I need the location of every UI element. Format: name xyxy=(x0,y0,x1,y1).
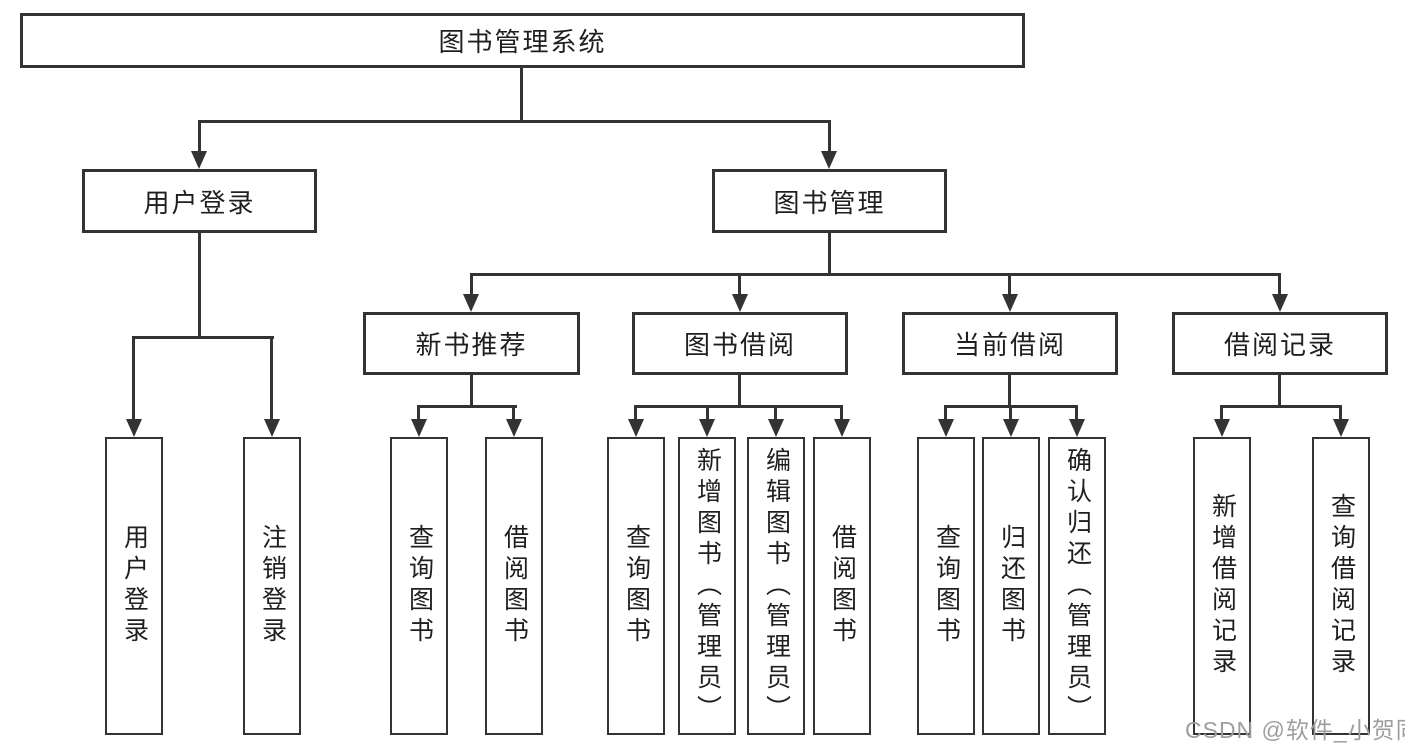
arrowhead-icon xyxy=(506,419,522,437)
arrowhead-icon xyxy=(628,419,644,437)
connector-level2-junction xyxy=(198,120,831,123)
leaf-label: 用户登录 xyxy=(120,524,149,648)
arrowhead-icon xyxy=(1272,294,1288,312)
connector-stem xyxy=(738,273,741,296)
leaf-borrow-books: 借阅图书 xyxy=(813,437,871,735)
arrowhead-icon xyxy=(938,419,954,437)
arrowhead-icon xyxy=(1002,294,1018,312)
leaf-query-books: 查询图书 xyxy=(390,437,448,735)
leaf-label: 查询图书 xyxy=(405,524,434,648)
connector-stub xyxy=(470,374,473,408)
leaf-borrow-books: 借阅图书 xyxy=(485,437,543,735)
leaf-query-borrow-record: 查询借阅记录 xyxy=(1312,437,1370,735)
connector-stem xyxy=(840,405,843,421)
csdn-watermark: CSDN @软件_小贺同学 xyxy=(1185,717,1405,743)
connector-junction xyxy=(417,405,517,408)
node-book-borrowing: 图书借阅 xyxy=(632,312,848,375)
connector-stem xyxy=(1278,273,1281,296)
connector-stem xyxy=(1075,405,1078,421)
arrowhead-icon xyxy=(126,419,142,437)
connector-stem xyxy=(828,120,831,153)
node-new-book-recommendation: 新书推荐 xyxy=(363,312,580,375)
node-label: 新书推荐 xyxy=(415,330,528,360)
connector-stem xyxy=(944,405,947,421)
connector-stub xyxy=(738,374,741,408)
connector-user-login-stub xyxy=(198,232,201,339)
connector-junction xyxy=(634,405,842,408)
arrowhead-icon xyxy=(699,419,715,437)
arrowhead-icon xyxy=(463,294,479,312)
connector-stub xyxy=(1278,374,1281,408)
connector-user-login-junction xyxy=(132,336,274,339)
arrowhead-icon xyxy=(834,419,850,437)
leaf-edit-books-admin: 编辑图书（管理员） xyxy=(747,437,805,735)
node-label: 图书管理 xyxy=(773,187,886,218)
leaf-confirm-return-admin: 确认归还（管理员） xyxy=(1048,437,1106,735)
node-label: 用户登录 xyxy=(143,187,256,218)
connector-stem xyxy=(706,405,709,421)
arrowhead-icon xyxy=(1003,419,1019,437)
connector-stem xyxy=(1009,405,1012,421)
arrowhead-icon xyxy=(732,294,748,312)
arrowhead-icon xyxy=(768,419,784,437)
leaf-label: 新增图书（管理员） xyxy=(693,446,722,726)
leaf-add-borrow-record: 新增借阅记录 xyxy=(1193,437,1251,735)
leaf-label: 借阅图书 xyxy=(828,524,857,648)
connector-stem xyxy=(417,405,420,421)
leaf-label: 借阅图书 xyxy=(500,524,529,648)
leaf-query-books: 查询图书 xyxy=(607,437,665,735)
arrowhead-icon xyxy=(264,419,280,437)
node-label: 借阅记录 xyxy=(1223,330,1336,360)
connector-stem xyxy=(634,405,637,421)
connector-stem xyxy=(774,405,777,421)
connector-stem xyxy=(512,405,515,421)
leaf-label: 查询图书 xyxy=(622,524,651,648)
node-library-management-system: 图书管理系统 xyxy=(20,13,1025,68)
connector-root-stub xyxy=(520,67,523,123)
connector-stem xyxy=(1339,405,1342,421)
leaf-label: 确认归还（管理员） xyxy=(1063,446,1092,726)
node-label: 图书管理系统 xyxy=(438,27,607,57)
connector-stem xyxy=(270,336,273,421)
leaf-label: 查询借阅记录 xyxy=(1327,493,1356,679)
node-user-login: 用户登录 xyxy=(82,169,317,233)
connector-stub xyxy=(1008,374,1011,408)
leaf-user-login: 用户登录 xyxy=(105,437,163,735)
arrowhead-icon xyxy=(411,419,427,437)
connector-stem xyxy=(198,120,201,153)
node-label: 当前借阅 xyxy=(953,330,1066,360)
leaf-label: 归还图书 xyxy=(997,524,1026,648)
leaf-logout: 注销登录 xyxy=(243,437,301,735)
arrowhead-icon xyxy=(191,151,207,169)
connector-stem xyxy=(1220,405,1223,421)
leaf-return-books: 归还图书 xyxy=(982,437,1040,735)
connector-level3-junction xyxy=(470,273,1281,276)
leaf-query-books: 查询图书 xyxy=(917,437,975,735)
connector-book-mgmt-stub xyxy=(828,232,831,276)
connector-junction xyxy=(1220,405,1342,408)
node-current-borrowing: 当前借阅 xyxy=(902,312,1118,375)
arrowhead-icon xyxy=(1069,419,1085,437)
connector-stem xyxy=(1008,273,1011,296)
connector-stem xyxy=(470,273,473,296)
connector-stem xyxy=(132,336,135,421)
node-book-management: 图书管理 xyxy=(712,169,947,233)
leaf-label: 新增借阅记录 xyxy=(1208,493,1237,679)
leaf-label: 注销登录 xyxy=(258,524,287,648)
leaf-add-books-admin: 新增图书（管理员） xyxy=(678,437,736,735)
arrowhead-icon xyxy=(821,151,837,169)
node-borrowing-records: 借阅记录 xyxy=(1172,312,1388,375)
arrowhead-icon xyxy=(1214,419,1230,437)
leaf-label: 编辑图书（管理员） xyxy=(762,446,791,726)
arrowhead-icon xyxy=(1333,419,1349,437)
node-label: 图书借阅 xyxy=(683,330,796,360)
leaf-label: 查询图书 xyxy=(932,524,961,648)
